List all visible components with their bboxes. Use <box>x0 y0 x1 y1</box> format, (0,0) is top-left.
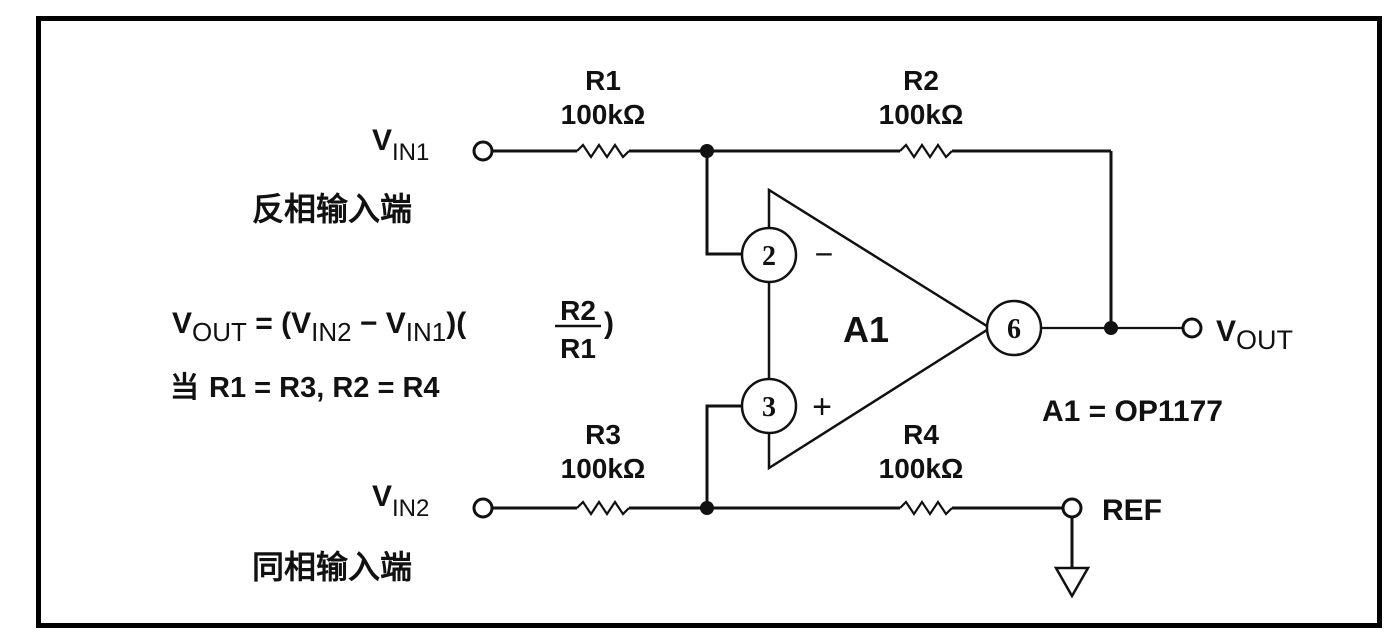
r4-value: 100kΩ <box>879 453 964 484</box>
vin1-caption: 反相输入端 <box>252 190 412 228</box>
resistor-r1-symbol <box>576 143 630 159</box>
r1-value: 100kΩ <box>561 99 646 130</box>
gain-formula: VOUT = (VIN2 − VIN1)( R2 R1 ) <box>172 295 614 364</box>
opamp-name-label: A1 <box>843 309 889 350</box>
opamp-part-note: A1 = OP1177 <box>1042 395 1223 428</box>
ref-terminal <box>1061 497 1083 519</box>
vout-terminal <box>1181 317 1203 339</box>
vout-label: VOUT <box>1216 315 1293 355</box>
pin-2-label: 2 <box>762 241 776 272</box>
resistor-r2-symbol <box>899 143 953 159</box>
ref-label: REF <box>1102 494 1162 527</box>
vin2-terminal <box>472 497 494 519</box>
resistor-r3-symbol <box>576 500 630 516</box>
formula-denominator: R1 <box>560 333 596 364</box>
vin2-label: VIN2 <box>372 480 429 522</box>
vin1-terminal <box>472 140 494 162</box>
plus-sign: + <box>812 388 832 426</box>
r4-name: R4 <box>903 419 939 450</box>
formula-close-paren: ) <box>604 307 614 340</box>
pin-6-label: 6 <box>1007 314 1021 345</box>
r1-name: R1 <box>585 65 621 96</box>
resistor-r4-symbol <box>899 500 953 516</box>
pin-2-circle <box>740 226 798 284</box>
r3-value: 100kΩ <box>561 453 646 484</box>
wire-node-pin3 <box>705 404 742 508</box>
formula-numerator: R2 <box>560 295 596 326</box>
junction-node-output <box>1104 321 1118 335</box>
r3-name: R3 <box>585 419 621 450</box>
diagram-frame <box>36 16 1382 628</box>
r2-name: R2 <box>903 65 939 96</box>
vin1-label: VIN1 <box>372 124 429 166</box>
wire-node-pin2 <box>705 151 742 256</box>
minus-sign: − <box>815 236 834 272</box>
opamp-a1-body <box>767 187 993 471</box>
ground-icon <box>1053 566 1091 599</box>
formula-expression: VOUT = (VIN2 − VIN1)( <box>172 307 466 347</box>
r2-value: 100kΩ <box>879 99 964 130</box>
vin2-caption: 同相输入端 <box>252 548 412 586</box>
pin-3-label: 3 <box>762 392 776 423</box>
